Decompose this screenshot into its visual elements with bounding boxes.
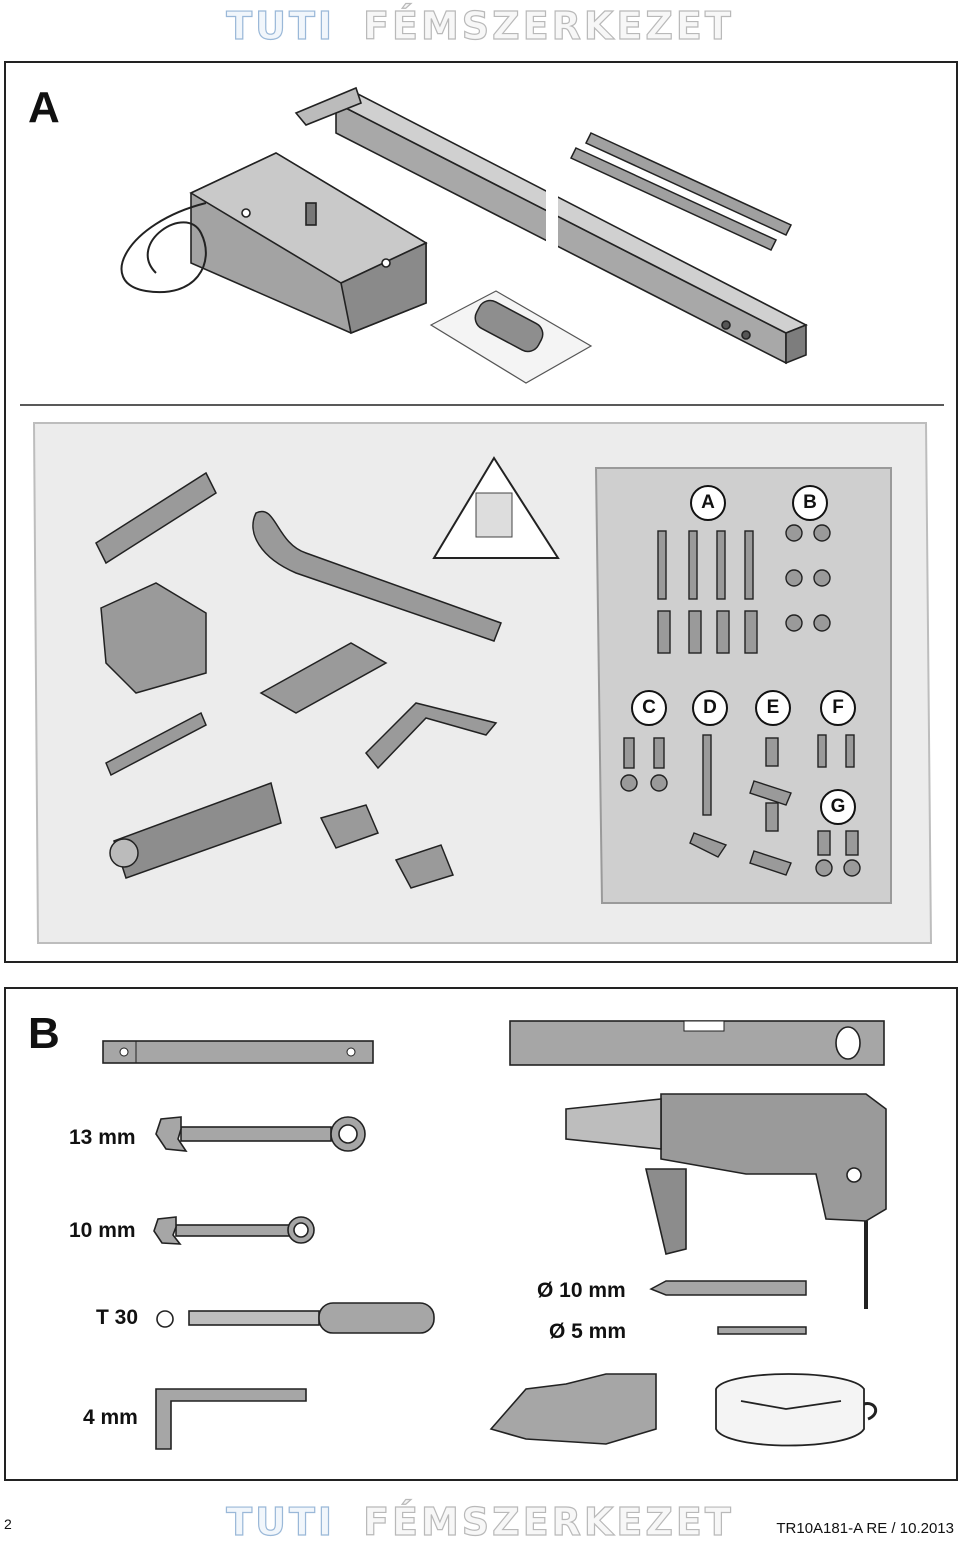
warning-sign-icon (432, 456, 560, 559)
bent-arm-icon (252, 510, 502, 642)
watermark-brand-suffix: FÉMSZERKEZET (362, 3, 734, 48)
clip-icon-1 (319, 804, 380, 849)
watermark-brand-suffix-bottom: FÉMSZERKEZET (362, 1499, 734, 1544)
watermark-brand: TUTI (226, 3, 336, 48)
screws-a-icon (657, 530, 758, 654)
watermark-brand-bottom: TUTI (226, 1499, 336, 1544)
screws-b-icon (785, 524, 831, 632)
page-number: 2 (4, 1516, 12, 1532)
work-glove-icon (489, 1373, 657, 1445)
panel-a: A (4, 61, 958, 963)
drill-bit-10-label: Ø 10 mm (537, 1279, 626, 1302)
torx-label: T 30 (96, 1306, 139, 1329)
fastener-label-b: B (792, 485, 828, 521)
fastener-label-g: G (820, 789, 856, 825)
perforated-brackets-icon (569, 132, 793, 251)
wrench-13-label: 13 mm (69, 1126, 136, 1149)
pins-e-icon (765, 737, 779, 767)
panel-b-artwork (102, 1020, 887, 1450)
drill-bit-5-label: Ø 5 mm (549, 1320, 627, 1343)
bolts-g-icon (817, 830, 831, 856)
document-code: TR10A181-A RE / 10.2013 (776, 1520, 954, 1537)
spirit-level-icon (509, 1020, 885, 1066)
remote-control-icon (429, 290, 593, 384)
bolts-c-icon (623, 737, 635, 769)
hex-key-icon (155, 1388, 307, 1450)
bracket-plate-icon (259, 642, 388, 714)
small-strap-icon (105, 711, 207, 777)
power-cable-icon (120, 202, 207, 294)
drill-bit-10mm-icon (649, 1280, 807, 1296)
drill-bit-5mm-icon (717, 1326, 807, 1335)
safety-goggles-icon (715, 1373, 878, 1447)
fastener-label-d: D (692, 690, 728, 726)
watermark-top: TUTI FÉMSZERKEZET (0, 3, 960, 48)
fastener-label-f: F (820, 690, 856, 726)
panel-a-artwork (20, 86, 944, 944)
panel-b-letter: B (28, 1009, 60, 1058)
torx-screwdriver-icon (156, 1302, 435, 1334)
wrench-13mm-icon (155, 1116, 366, 1152)
power-drill-icon (565, 1093, 887, 1309)
folding-rule-icon (102, 1040, 374, 1064)
fastener-label-e: E (755, 690, 791, 726)
fastener-label-a: A (690, 485, 726, 521)
ceiling-bracket-icon (95, 471, 217, 565)
wrench-10mm-icon (153, 1216, 315, 1245)
watermark-bottom: TUTI FÉMSZERKEZET (0, 1499, 960, 1544)
panel-b: B (4, 987, 958, 1481)
z-bracket-icon (364, 702, 498, 770)
hex-key-label: 4 mm (83, 1406, 138, 1429)
clip-icon-2 (394, 844, 454, 889)
rail-icon (294, 86, 808, 365)
wrench-10-label: 10 mm (69, 1219, 136, 1242)
pin-d-icon (702, 734, 712, 816)
panel-a-letter: A (28, 83, 60, 132)
motor-unit-icon (189, 152, 428, 335)
door-bracket-icon (100, 582, 207, 694)
fastener-label-c: C (631, 690, 667, 726)
screws-f-icon (817, 734, 827, 768)
